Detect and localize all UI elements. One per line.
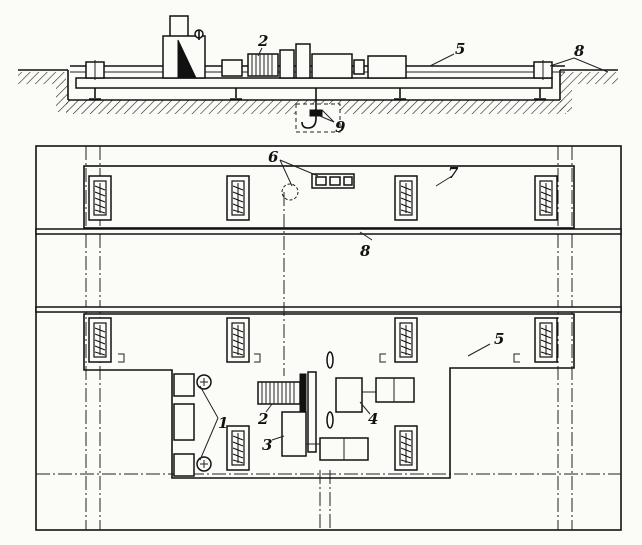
building-outline bbox=[35, 145, 622, 531]
callout-1: 1 bbox=[218, 414, 228, 432]
bridge-lower-platform bbox=[83, 313, 575, 479]
callout-5-top: 5 bbox=[455, 40, 465, 58]
hoist-drum-elevation bbox=[221, 43, 407, 79]
plan-view bbox=[35, 145, 622, 531]
motor-3 bbox=[281, 411, 307, 457]
control-panels bbox=[173, 373, 212, 477]
hoist-drum-plan bbox=[257, 351, 415, 461]
brackets bbox=[118, 353, 520, 363]
bridge-girder bbox=[75, 77, 553, 89]
callout-7: 7 bbox=[448, 164, 459, 182]
ground-hatch-left bbox=[18, 72, 66, 84]
side-elevation bbox=[18, 15, 618, 133]
hook-block bbox=[295, 88, 341, 133]
callout-3: 3 bbox=[262, 436, 272, 454]
callout-4: 4 bbox=[368, 410, 378, 428]
ground-hatch-right bbox=[560, 72, 618, 84]
callout-labels: 2 5 8 9 6 7 8 5 1 2 3 4 bbox=[218, 32, 585, 454]
callout-5-bottom: 5 bbox=[494, 330, 504, 348]
callout-9: 9 bbox=[335, 118, 346, 136]
callout-8-mid: 8 bbox=[360, 242, 371, 260]
girder-supports bbox=[89, 88, 546, 100]
pit-wall-left bbox=[56, 84, 68, 112]
gearbox-4 bbox=[335, 377, 363, 413]
pit-wall-right bbox=[560, 84, 572, 112]
callout-2-top: 2 bbox=[257, 32, 268, 50]
trolley bbox=[281, 173, 355, 376]
bridge-upper bbox=[83, 165, 575, 229]
column-axes bbox=[36, 146, 621, 530]
callout-6: 6 bbox=[268, 148, 279, 166]
callout-8-top: 8 bbox=[574, 42, 585, 60]
control-cabin bbox=[162, 15, 206, 79]
callout-2-bottom: 2 bbox=[257, 410, 268, 428]
rail-top bbox=[35, 228, 622, 235]
leader-lines bbox=[199, 159, 491, 461]
rail-bottom bbox=[35, 306, 622, 313]
